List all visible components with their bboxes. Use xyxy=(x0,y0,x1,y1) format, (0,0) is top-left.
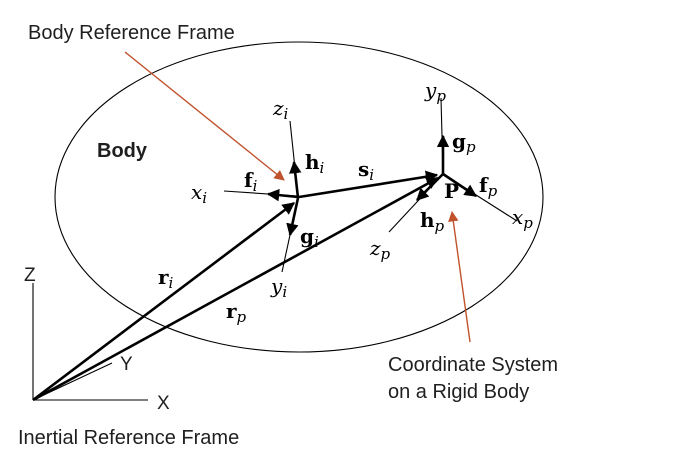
label-x-p: xp xyxy=(512,205,533,232)
label-z-i: zi xyxy=(272,96,289,123)
label-z-p: zp xyxy=(369,236,391,263)
label-y-i: yi xyxy=(270,274,287,301)
label-inertial-z: Z xyxy=(24,265,36,286)
vector-g-i xyxy=(286,197,300,237)
label-h-p: hp xyxy=(420,208,445,235)
label-h-i: hi xyxy=(305,150,325,177)
label-g-i: gi xyxy=(300,224,319,251)
label-inertial-x: X xyxy=(157,393,170,414)
label-y-p: yp xyxy=(424,78,446,105)
label-coordinate-system-line1: Coordinate System xyxy=(388,354,558,376)
vector-f-i xyxy=(266,188,299,202)
annotation-arrow-point-p xyxy=(448,210,471,343)
vector-r-p xyxy=(32,176,440,402)
label-point-p: P xyxy=(444,179,459,203)
vector-s-i xyxy=(298,170,439,199)
body-ellipse xyxy=(54,41,544,353)
label-s-i: si xyxy=(358,157,374,184)
label-inertial-reference-frame: Inertial Reference Frame xyxy=(18,427,239,449)
label-f-i: fi xyxy=(244,168,258,195)
label-r-p: rp xyxy=(226,299,247,326)
vector-h-i xyxy=(289,160,302,199)
label-f-p: fp xyxy=(479,173,498,200)
vector-h-p xyxy=(416,173,444,201)
label-r-i: ri xyxy=(158,265,174,292)
label-g-p: gp xyxy=(452,129,476,156)
label-body: Body xyxy=(97,140,148,162)
vector-r-i xyxy=(32,201,295,402)
vector-f-p xyxy=(442,172,478,198)
label-inertial-y: Y xyxy=(120,354,133,375)
label-coordinate-system-line2: on a Rigid Body xyxy=(388,381,529,403)
label-body-reference-frame: Body Reference Frame xyxy=(28,22,235,44)
label-x-i: xi xyxy=(191,180,207,207)
annotation-arrow-body-frame xyxy=(124,51,285,181)
